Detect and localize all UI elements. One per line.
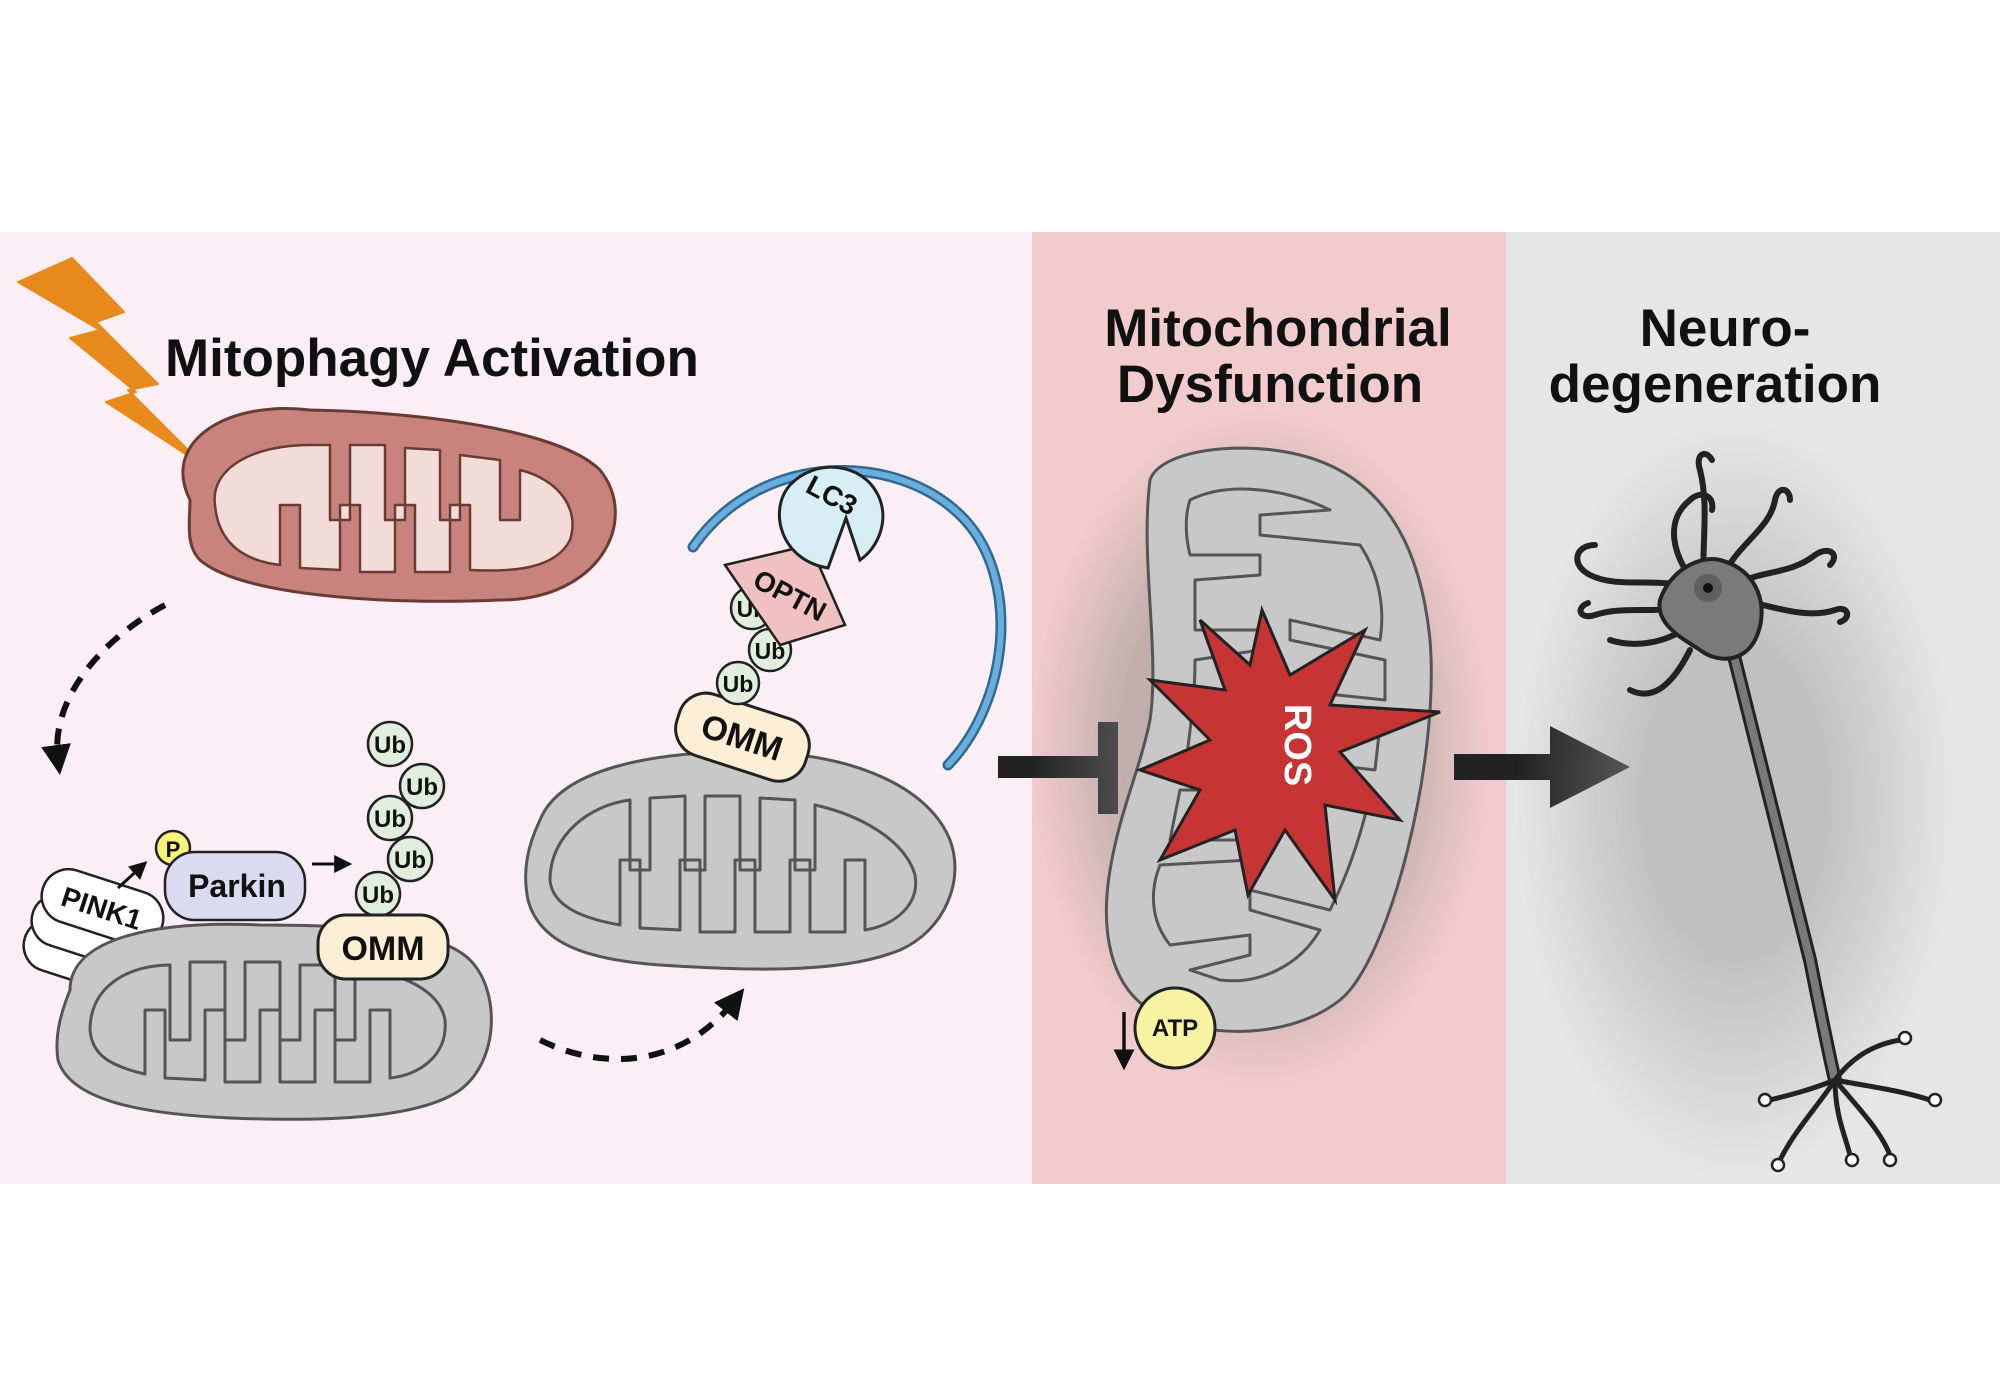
atp-circle bbox=[1133, 986, 1217, 1070]
omm-label-1: OMM bbox=[341, 930, 424, 968]
phospho-label: P bbox=[166, 837, 181, 862]
ub-label: Ub bbox=[394, 847, 426, 874]
neuro-title-line1: Neuro- bbox=[1640, 299, 1811, 358]
neuron-nucleolus bbox=[1703, 583, 1713, 593]
healthy-mitochondrion-icon bbox=[181, 407, 617, 603]
mitophagy-title: Mitophagy Activation bbox=[165, 329, 699, 388]
damaged-mitochondrion-middle-icon bbox=[524, 750, 957, 971]
ros-label: ROS bbox=[1276, 704, 1318, 786]
ub-label: Ub bbox=[362, 882, 394, 909]
neuron-glow bbox=[1515, 420, 1955, 1180]
ros-star-icon bbox=[1135, 605, 1441, 906]
optn-shape bbox=[722, 543, 847, 647]
dysfunction-title-line2: Dysfunction bbox=[1117, 355, 1423, 414]
omm-box-2 bbox=[674, 691, 811, 783]
neuron-terminal-bulbs bbox=[1757, 1030, 1943, 1173]
ub-label: Ub bbox=[374, 806, 406, 833]
parkin-box bbox=[163, 850, 307, 922]
lc3-shape bbox=[777, 465, 885, 570]
lightning-icon bbox=[17, 257, 205, 467]
ub-chain-1: Ub Ub Ub Ub Ub bbox=[354, 720, 446, 918]
dysfunction-title-line1: Mitochondrial bbox=[1104, 299, 1451, 358]
atp-label: ATP bbox=[1152, 1015, 1198, 1042]
parkin-label: Parkin bbox=[188, 868, 286, 904]
ub-label: Ub bbox=[723, 671, 754, 697]
dashed-arrow-1 bbox=[41, 602, 167, 775]
ub-label: Ub bbox=[374, 732, 406, 759]
pink1-to-parkin-arrow bbox=[116, 861, 148, 890]
neuron-soma bbox=[1657, 557, 1764, 661]
neuro-title-line2: degeneration bbox=[1549, 355, 1882, 414]
omm-box-1 bbox=[316, 913, 450, 981]
ub-label: Ub bbox=[406, 774, 438, 801]
